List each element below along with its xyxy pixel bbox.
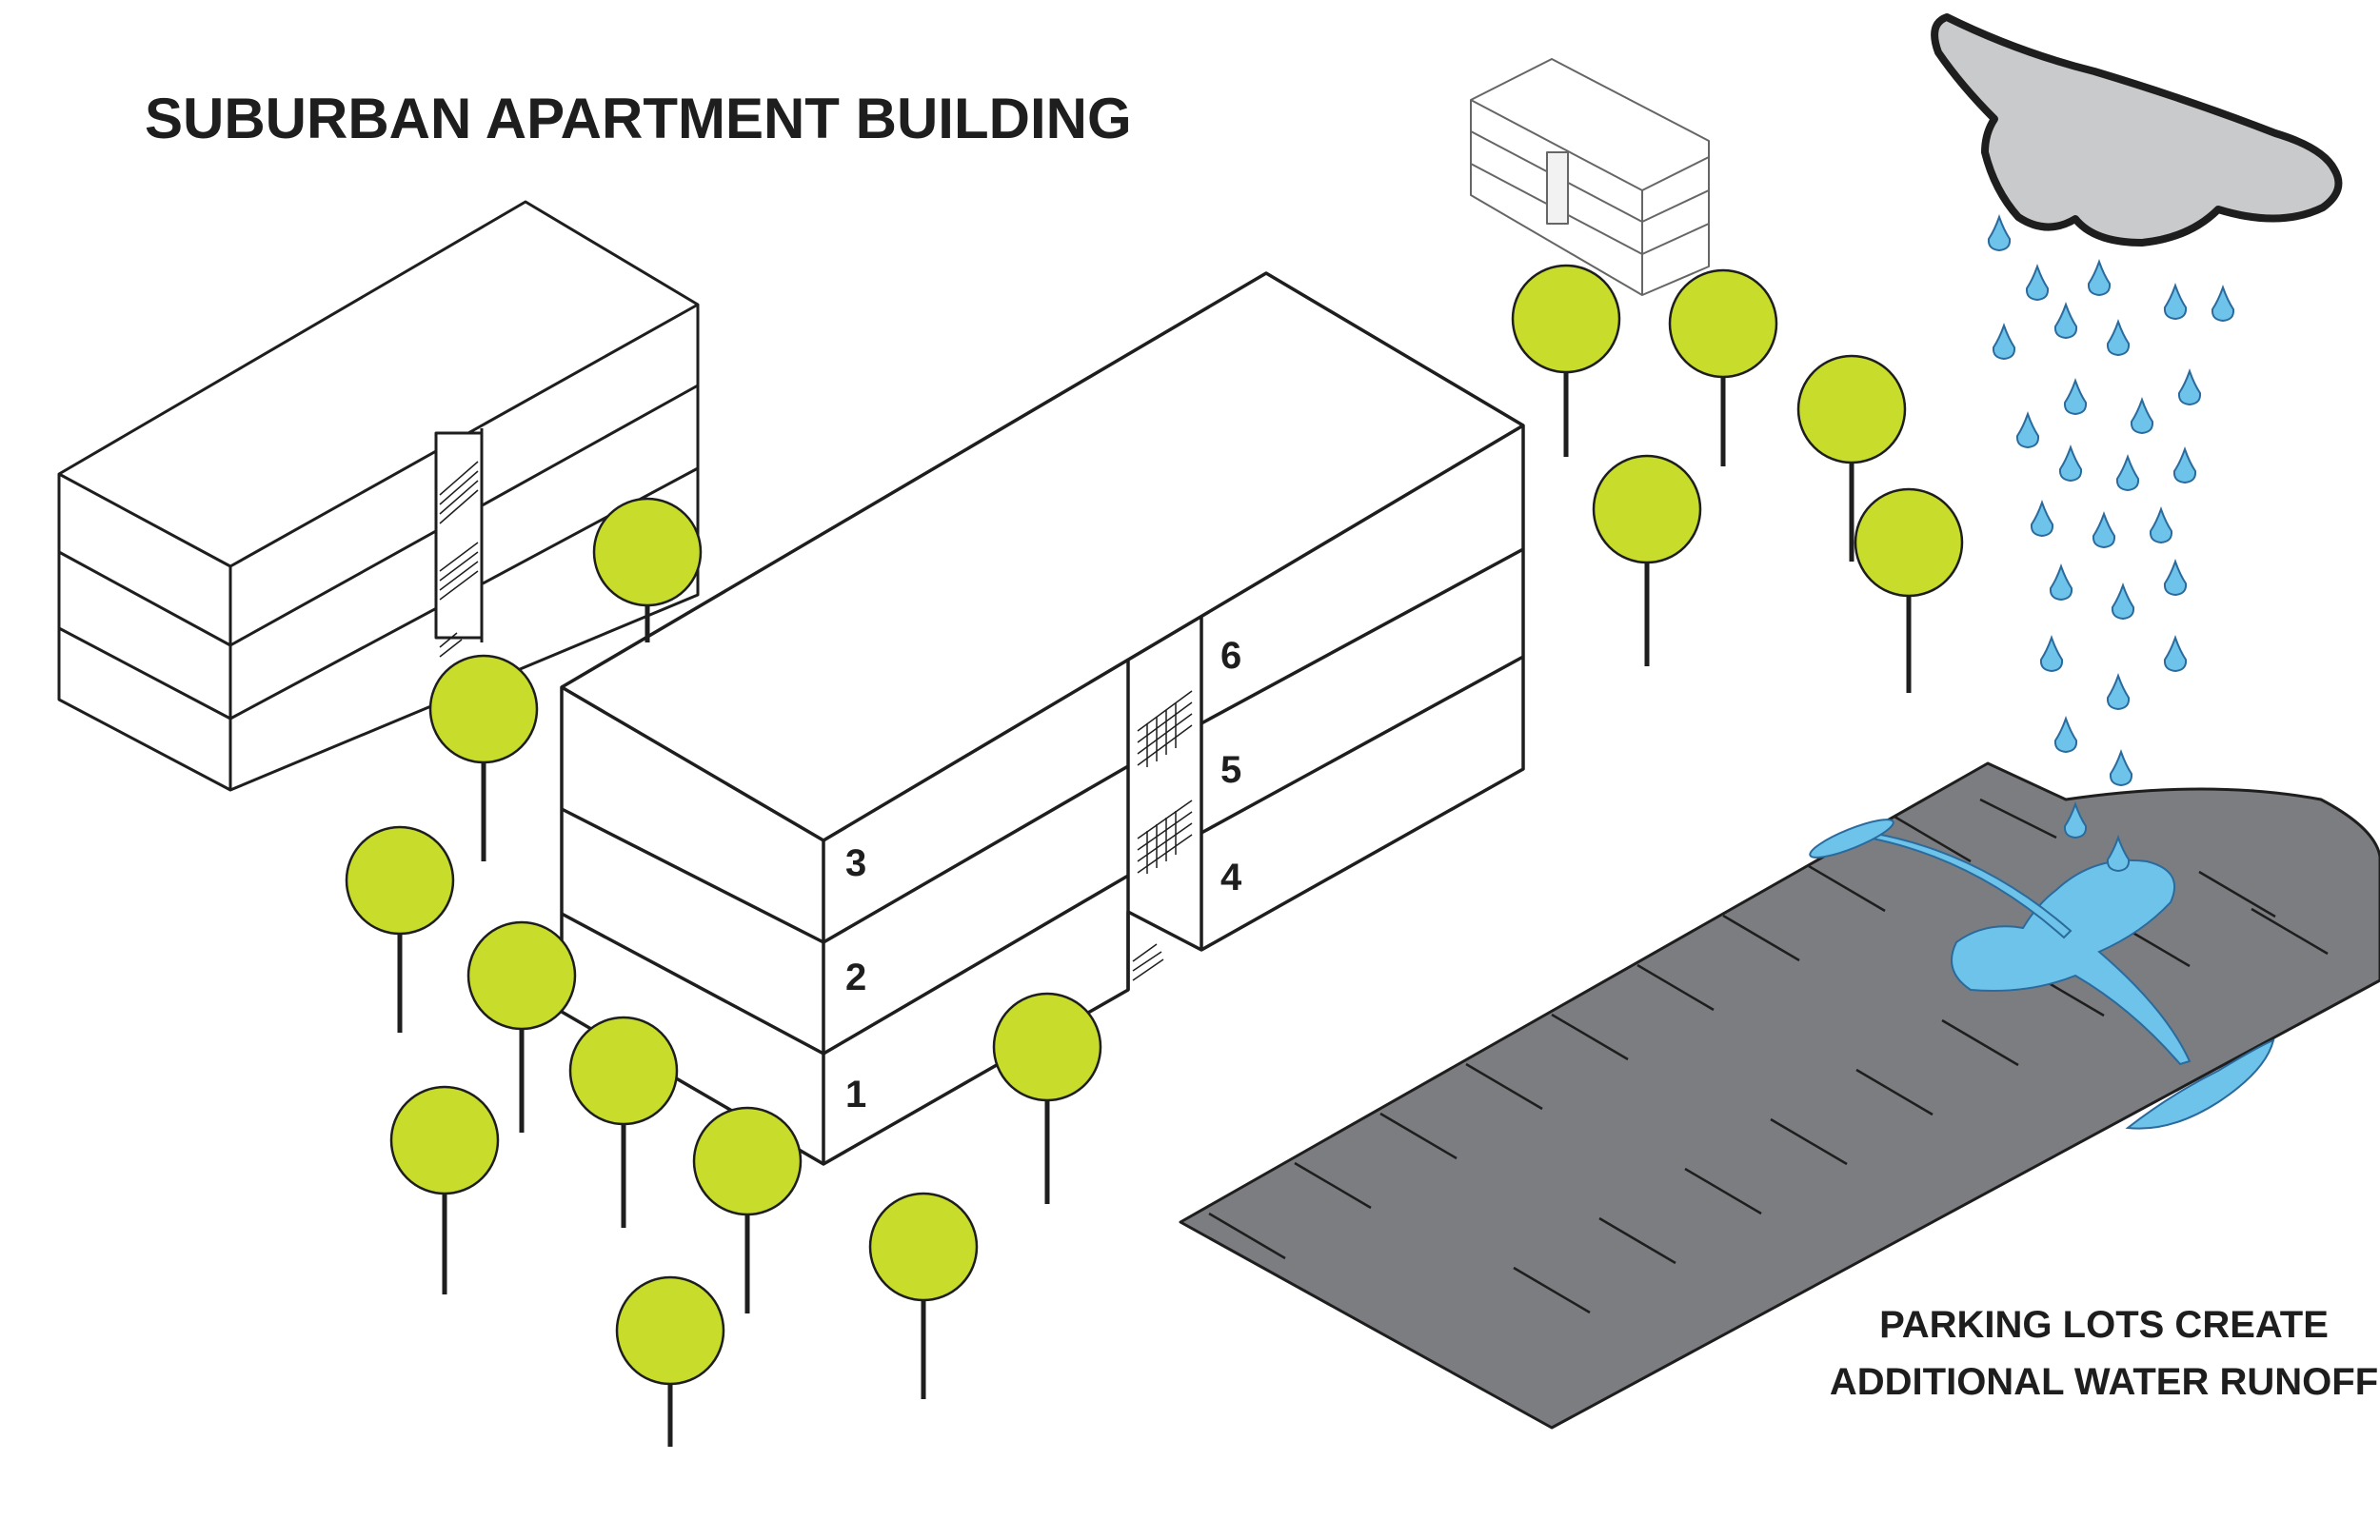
raindrop [2163,559,2188,597]
raindrop [2177,368,2202,406]
tree [868,1192,979,1399]
raindrop [2039,635,2064,673]
tree-canopy [389,1085,500,1195]
front-apartment-building [560,271,1525,1166]
tree-canopy [615,1275,725,1386]
tree [389,1085,500,1294]
tree [615,1275,725,1447]
floor-label-3: 3 [845,842,866,884]
raindrop [2149,506,2173,544]
raindrop [2106,319,2131,357]
tree [592,497,703,642]
tree [1796,354,1907,562]
tree-canopy [692,1106,803,1216]
tree-canopy [466,920,577,1031]
tree-canopy [1668,268,1778,379]
tree-canopy [568,1016,679,1126]
water-puddle [1951,859,2192,1066]
tree [428,654,539,861]
floor-label-6: 6 [1220,635,1241,677]
raindrop [2106,673,2131,711]
floor-label-4: 4 [1220,857,1242,898]
trees [345,264,1964,1447]
tree-canopy [345,825,455,936]
tree-canopy [1854,487,1964,598]
floor-label-5: 5 [1220,749,1241,791]
water-runoff [1809,819,2275,1130]
water-splash-lower [2125,1038,2275,1130]
raindrop [2063,801,2088,839]
back-building-stairs [439,461,479,658]
tree-canopy [1592,454,1702,564]
raindrop [2030,500,2054,538]
raindrop [2025,264,2050,302]
tree-canopy [868,1192,979,1302]
tree [1854,487,1964,693]
back-apartment-building [57,200,700,792]
raindrop [2172,446,2197,484]
caption-line-1: PARKING LOTS CREATE [1879,1304,2329,1346]
raindrop [2053,302,2078,340]
raindrop [2211,285,2235,323]
raindrop [2115,454,2140,492]
tree-canopy [1511,264,1621,374]
raindrop [1992,323,2016,361]
caption-line-2: ADDITIONAL WATER RUNOFF [1830,1361,2378,1403]
raindrop [2092,511,2116,549]
tree [345,825,455,1033]
rain-cloud [1931,13,2343,247]
tree-canopy [428,654,539,764]
tree-canopy [992,992,1102,1102]
tree-canopy [1796,354,1907,464]
tree-canopy [592,497,703,607]
tree [992,992,1102,1204]
tree [568,1016,679,1228]
raindrop [2087,259,2112,297]
water-splash-upper [1809,819,1894,859]
raindrop [2063,378,2088,416]
raindrop [2106,835,2131,873]
raindrop [2053,716,2078,754]
raindrop [1987,214,2012,252]
raindrop [2058,444,2083,483]
tree [1511,264,1621,457]
diagram-title: SUBURBAN APARTMENT BUILDING [145,87,1132,150]
tree [692,1106,803,1313]
tree [1592,454,1702,666]
raindrop [2163,635,2188,673]
runoff-caption: PARKING LOTS CREATE ADDITIONAL WATER RUN… [1830,1304,2378,1403]
front-building-stairwell [1132,690,1193,981]
tree [1668,268,1778,466]
raindrop [2049,563,2073,602]
raindrop [2163,283,2188,321]
raindrop [2109,749,2133,787]
tree [466,920,577,1133]
raindrop [2015,411,2040,449]
floor-label-1: 1 [845,1074,866,1116]
raindrop [2130,397,2154,435]
distant-building [1470,58,1710,296]
raindrop [2111,582,2135,621]
floor-label-2: 2 [845,957,866,998]
raindrops [1987,214,2235,873]
floor-labels: 1 2 3 4 5 6 [845,635,1242,1116]
